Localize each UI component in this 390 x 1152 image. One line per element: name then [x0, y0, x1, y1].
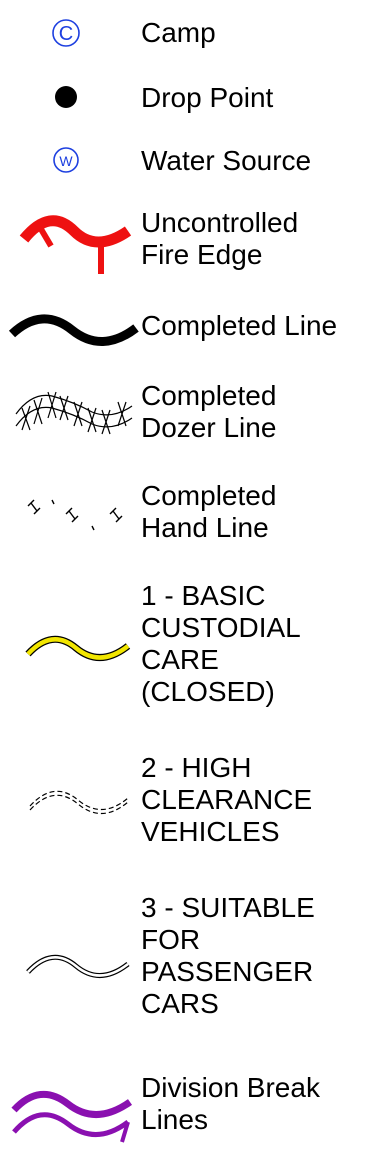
legend-label-road-level-1: 1 - BASIC CUSTODIAL CARE (CLOSED)	[141, 580, 301, 707]
dozer-line-icon	[15, 391, 133, 435]
legend-label-camp: Camp	[141, 17, 216, 48]
camp-glyph: C	[59, 23, 73, 45]
road-level-2-icon	[29, 790, 129, 815]
circled-w-icon: W	[53, 147, 79, 173]
legend-item-water-source: W Water Source	[0, 142, 390, 182]
legend-label-uncontrolled-fire-edge: Uncontrolled Fire Edge	[141, 207, 299, 270]
legend-label-road-level-2: 2 - HIGH CLEARANCE VEHICLES	[141, 752, 313, 847]
filled-dot-icon	[55, 86, 77, 108]
legend-item-uncontrolled-fire-edge: Uncontrolled Fire Edge	[0, 205, 390, 285]
legend-label-completed-line: Completed Line	[141, 310, 338, 341]
legend-item-completed-dozer-line: Completed Dozer Line	[0, 378, 390, 458]
legend-label-completed-hand-line: Completed Hand Line	[141, 480, 277, 543]
legend-item-division-break-lines: Division Break Lines	[0, 1072, 390, 1152]
water-source-glyph: W	[59, 153, 73, 169]
legend-label-completed-dozer-line: Completed Dozer Line	[141, 380, 277, 443]
legend-item-road-level-3: 3 - SUITABLE FOR PASSENGER CARS	[0, 890, 390, 1050]
fire-edge-line-icon	[19, 215, 132, 274]
legend-label-drop-point: Drop Point	[141, 82, 274, 113]
legend-item-camp: C Camp	[0, 15, 390, 55]
legend-label-road-level-3: 3 - SUITABLE FOR PASSENGER CARS	[141, 892, 315, 1019]
division-break-line-icon	[11, 1090, 133, 1143]
road-level-3-icon	[26, 954, 130, 978]
legend-label-division-break-lines: Division Break Lines	[141, 1072, 320, 1135]
legend-item-road-level-1: 1 - BASIC CUSTODIAL CARE (CLOSED)	[0, 578, 390, 728]
completed-line-icon	[8, 314, 139, 346]
legend-label-water-source: Water Source	[141, 145, 312, 176]
road-level-1-icon	[25, 635, 131, 661]
legend-item-road-level-2: 2 - HIGH CLEARANCE VEHICLES	[0, 750, 390, 870]
legend-item-drop-point: Drop Point	[0, 80, 390, 120]
circled-c-icon: C	[52, 19, 80, 47]
legend-item-completed-line: Completed Line	[0, 308, 390, 358]
legend-item-completed-hand-line: Completed Hand Line	[0, 478, 390, 558]
hand-line-icon	[27, 499, 123, 531]
